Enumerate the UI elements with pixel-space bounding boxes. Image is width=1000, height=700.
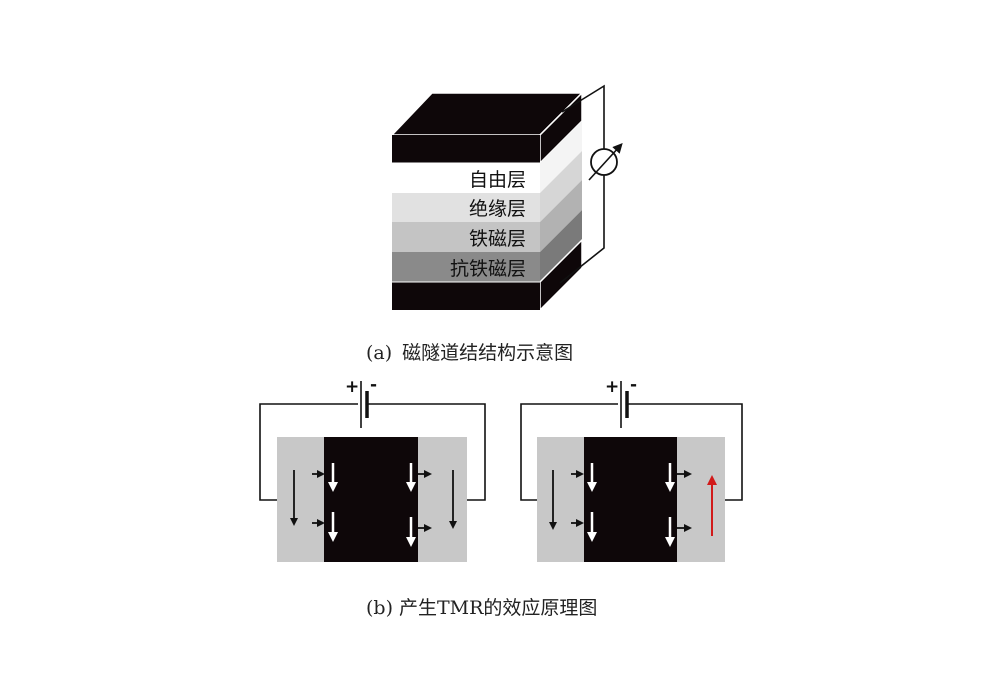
battery-icon: + - <box>605 375 637 428</box>
right-magnet <box>677 437 725 562</box>
caption-a-prefix: (a) <box>366 342 393 364</box>
free-layer <box>392 163 540 193</box>
circuit-wire <box>520 403 743 501</box>
svg-text:-: - <box>370 375 377 395</box>
measurement-circuit <box>559 84 605 284</box>
free-layer-label: 自由层 <box>469 169 526 191</box>
svg-text:+: + <box>605 377 619 397</box>
left-magnet <box>277 437 324 562</box>
panel-antiparallel: + - <box>520 375 743 562</box>
ferromagnetic-layer-label: 铁磁层 <box>469 228 526 250</box>
insulating-layer-label: 绝缘层 <box>469 198 526 220</box>
caption-b-text: 产生TMR的效应原理图 <box>399 597 598 619</box>
cube-side-face <box>539 91 583 312</box>
svg-text:+: + <box>345 377 359 397</box>
ammeter-variable-icon <box>588 143 623 181</box>
battery-icon: + - <box>345 375 377 428</box>
insulating-layer <box>392 193 540 222</box>
caption-b: (b) 产生TMR的效应原理图 <box>366 593 597 620</box>
svg-text:-: - <box>630 375 637 395</box>
caption-a-text: 磁隧道结结构示意图 <box>402 342 574 364</box>
caption-a: (a) 磁隧道结结构示意图 <box>366 338 573 365</box>
circuit-wire <box>259 403 486 501</box>
left-magnet <box>537 437 584 562</box>
right-magnet <box>418 437 467 562</box>
bottom-electrode-layer <box>392 282 540 310</box>
tunnel-barrier <box>324 437 418 562</box>
antiferromagnetic-layer <box>392 252 540 282</box>
tunnel-barrier <box>584 437 677 562</box>
panel-parallel: + - <box>259 375 486 562</box>
antiferromagnetic-layer-label: 抗铁磁层 <box>450 258 526 280</box>
ferromagnetic-layer <box>392 222 540 252</box>
top-electrode-layer <box>392 135 540 163</box>
caption-b-prefix: (b) <box>366 597 393 619</box>
mtj-cube: 自由层 绝缘层 铁磁层 抗铁磁层 <box>390 91 584 312</box>
